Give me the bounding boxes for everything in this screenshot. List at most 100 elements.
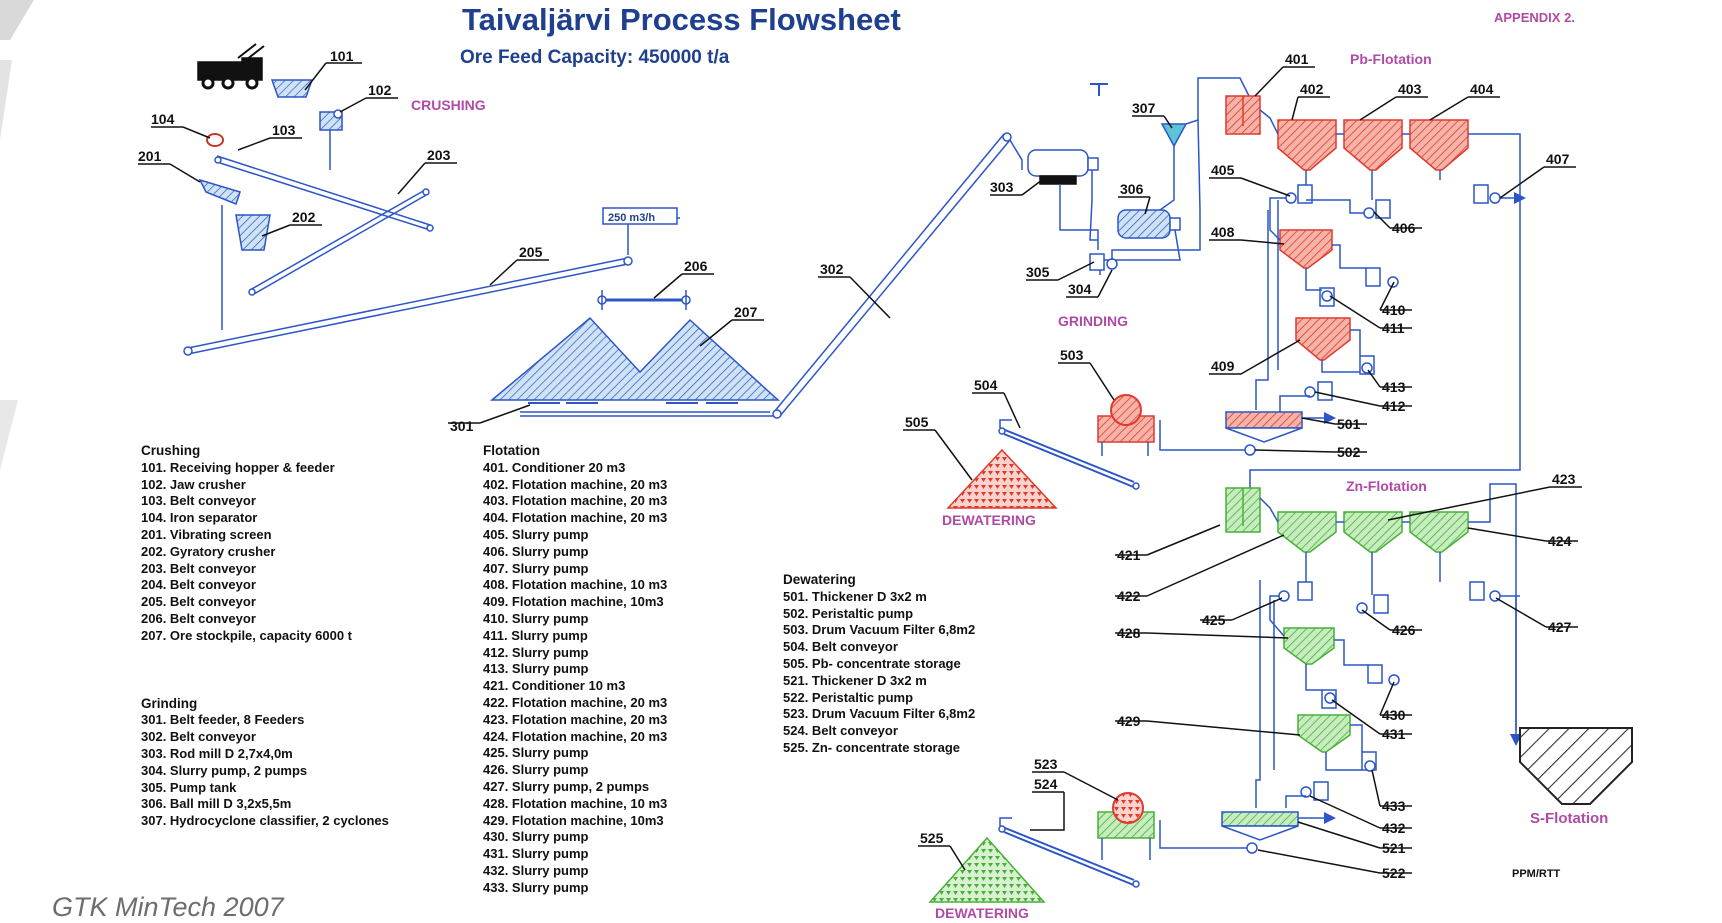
page-title: Taivaljärvi Process Flowsheet: [462, 2, 901, 37]
legend-item: 404. Flotation machine, 20 m3: [483, 510, 668, 526]
tag-502: 502: [1337, 444, 1361, 460]
legend-item: 407. Slurry pump: [483, 560, 589, 576]
ore-stockpile-shape: [489, 316, 780, 401]
tag-408: 408: [1211, 224, 1235, 240]
legend-item: 521. Thickener D 3x2 m: [783, 672, 927, 688]
tag-102: 102: [368, 82, 392, 98]
flow-rate-label: 250 m3/h: [608, 212, 655, 224]
tag-304: 304: [1068, 281, 1092, 297]
tag-501: 501: [1337, 416, 1361, 432]
legend-item: 524. Belt conveyor: [783, 723, 898, 739]
tag-433: 433: [1382, 798, 1406, 814]
leader-lines: [138, 62, 1582, 874]
legend-item: 423. Flotation machine, 20 m3: [483, 711, 668, 727]
section-label-zn-flotation: Zn-Flotation: [1346, 478, 1427, 494]
tag-202: 202: [292, 209, 316, 225]
legend-item: 408. Flotation machine, 10 m3: [483, 577, 668, 593]
author-initials: PPM/RTT: [1512, 868, 1561, 880]
tag-422: 422: [1117, 588, 1141, 604]
legend-dewatering: Dewatering 501. Thickener D 3x2 m 502. P…: [783, 572, 975, 757]
iron-separator-shape: [206, 133, 224, 147]
tag-421: 421: [1117, 547, 1141, 563]
tag-303: 303: [990, 179, 1014, 195]
tag-406: 406: [1392, 220, 1416, 236]
legend-item: 431. Slurry pump: [483, 846, 589, 862]
tag-205: 205: [519, 244, 543, 260]
legend-flotation: Flotation 401. Conditioner 20 m3 402. Fl…: [483, 443, 667, 897]
thickener-521-shape: [1221, 811, 1299, 827]
legend-flotation-heading: Flotation: [483, 443, 540, 458]
pump-tank-305-shape: [1089, 253, 1105, 271]
tag-428: 428: [1117, 625, 1141, 641]
tag-505: 505: [905, 414, 929, 430]
legend-item: 302. Belt conveyor: [141, 729, 256, 745]
tag-423: 423: [1552, 471, 1576, 487]
tag-427: 427: [1548, 619, 1572, 635]
legend-item: 412. Slurry pump: [483, 644, 589, 660]
tag-413: 413: [1382, 379, 1406, 395]
section-label-dewatering-zn: DEWATERING: [935, 905, 1029, 921]
tag-104: 104: [151, 111, 175, 127]
rod-mill-shape: [1027, 149, 1089, 177]
tag-425: 425: [1202, 612, 1226, 628]
ball-mill-shape: [1117, 209, 1171, 239]
legend-crushing: Crushing 101. Receiving hopper & feeder …: [141, 443, 389, 830]
legend-dewatering-heading: Dewatering: [783, 572, 856, 587]
equipment-tags: 101 102 103 104 201 202 203 205 206 207 …: [138, 48, 1576, 881]
tag-201: 201: [138, 148, 162, 164]
page-subtitle: Ore Feed Capacity: 450000 t/a: [460, 47, 730, 68]
tag-522: 522: [1382, 865, 1406, 881]
crushing-area: [183, 43, 1012, 419]
legend-item: 103. Belt conveyor: [141, 493, 256, 509]
legend-item: 305. Pump tank: [141, 779, 237, 795]
truck-icon: [197, 43, 265, 90]
legend-item: 405. Slurry pump: [483, 526, 589, 542]
tag-431: 431: [1382, 726, 1406, 742]
legend-item: 201. Vibrating screen: [141, 526, 272, 542]
legend-item: 301. Belt feeder, 8 Feeders: [141, 712, 305, 728]
legend-item: 424. Flotation machine, 20 m3: [483, 728, 668, 744]
tag-402: 402: [1300, 81, 1324, 97]
section-label-s-flotation: S-Flotation: [1530, 810, 1609, 827]
legend-item: 504. Belt conveyor: [783, 639, 898, 655]
legend-item: 522. Peristaltic pump: [783, 689, 914, 705]
tag-401: 401: [1285, 51, 1309, 67]
legend-item: 303. Rod mill D 2,7x4,0m: [141, 745, 293, 761]
tag-302: 302: [820, 261, 844, 277]
tag-412: 412: [1382, 398, 1406, 414]
tag-306: 306: [1120, 181, 1144, 197]
tag-525: 525: [920, 830, 944, 846]
tag-521: 521: [1382, 840, 1406, 856]
tag-410: 410: [1382, 302, 1406, 318]
zn-concentrate-storage-shape: [928, 836, 1046, 903]
receiving-hopper-shape: [270, 79, 314, 98]
tag-429: 429: [1117, 713, 1141, 729]
legend-item: 403. Flotation machine, 20 m3: [483, 493, 668, 509]
legend-item: 503. Drum Vacuum Filter 6,8m2: [783, 622, 976, 638]
section-label-crushing: CRUSHING: [411, 97, 486, 113]
legend-item: 411. Slurry pump: [483, 627, 588, 643]
section-label-dewatering-pb: DEWATERING: [942, 512, 1036, 528]
legend-item: 427. Slurry pump, 2 pumps: [483, 778, 650, 794]
legend-item: 432. Slurry pump: [483, 862, 589, 878]
tag-424: 424: [1548, 533, 1572, 549]
tag-405: 405: [1211, 162, 1235, 178]
tag-307: 307: [1132, 100, 1156, 116]
legend-item: 206. Belt conveyor: [141, 610, 256, 626]
legend-item: 306. Ball mill D 3,2x5,5m: [141, 796, 292, 812]
tag-409: 409: [1211, 358, 1235, 374]
legend-item: 307. Hydrocyclone classifier, 2 cyclones: [141, 813, 389, 829]
vibrating-screen-shape: [198, 178, 241, 205]
tag-301: 301: [450, 418, 474, 434]
hydrocyclone-shape: [1160, 123, 1188, 148]
section-label-pb-flotation: Pb-Flotation: [1350, 51, 1432, 67]
tag-207: 207: [734, 304, 758, 320]
thickener-501-shape: [1225, 411, 1303, 429]
legend-item: 401. Conditioner 20 m3: [483, 459, 626, 475]
legend-item: 406. Slurry pump: [483, 543, 589, 559]
tag-524: 524: [1034, 776, 1058, 792]
legend-item: 502. Peristaltic pump: [783, 605, 914, 621]
legend-item: 501. Thickener D 3x2 m: [783, 588, 927, 604]
legend-item: 402. Flotation machine, 20 m3: [483, 476, 668, 492]
